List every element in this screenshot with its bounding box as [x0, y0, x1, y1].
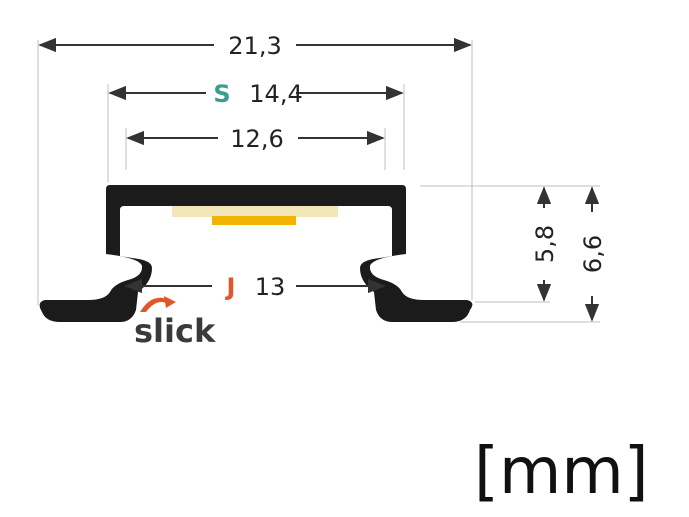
dimension-s-width: S 14,4: [108, 80, 404, 108]
units-label: [mm]: [474, 435, 649, 509]
dimension-inner-height-label: 5,8: [531, 225, 559, 263]
dimension-s-width-label: 14,4: [249, 80, 302, 108]
dimension-inner-height: 5,8: [531, 186, 559, 302]
led-chip: [212, 216, 296, 225]
dimension-total-width-label: 21,3: [228, 32, 281, 60]
marker-j-label: J: [225, 273, 236, 301]
slick-logo: slick: [134, 296, 216, 350]
led-strip: [172, 206, 338, 217]
dimension-total-width: 21,3: [38, 32, 472, 60]
swoosh-icon: [140, 296, 176, 312]
dimension-inner-width: 12,6: [126, 125, 385, 153]
dimension-inner-width-label: 12,6: [230, 125, 283, 153]
profile-cross-section: [39, 185, 473, 322]
slick-logo-text: slick: [134, 312, 216, 350]
dimension-total-height: 6,6: [579, 186, 607, 322]
dimension-j-width: J 13: [124, 273, 386, 301]
dimension-j-width-label: 13: [255, 273, 286, 301]
marker-s-label: S: [213, 80, 230, 108]
dimension-total-height-label: 6,6: [579, 235, 607, 273]
extension-lines: [37, 40, 600, 323]
